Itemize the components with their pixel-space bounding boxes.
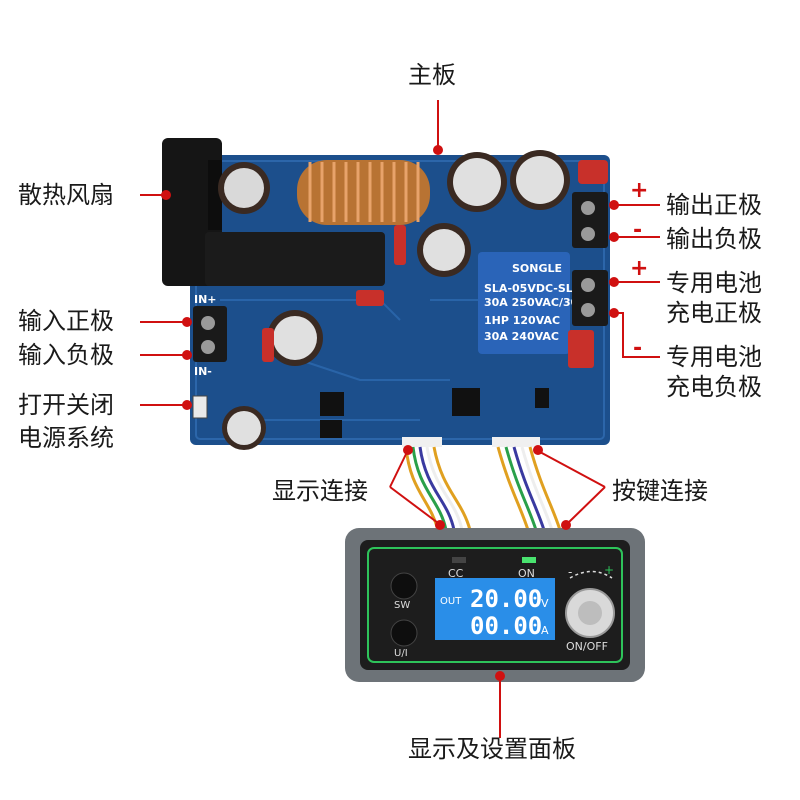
label-battery-positive-line2: 充电正极 (666, 299, 762, 327)
label-battery-positive-line1: 专用电池 (666, 269, 762, 297)
label-input-negative: 输入负极 (18, 341, 114, 369)
display-cable (404, 446, 472, 531)
knob-plus: + (604, 563, 614, 577)
cooling-fan (162, 138, 385, 286)
on-led (522, 557, 536, 563)
ui-label: U/I (394, 648, 408, 659)
label-battery-negative-line1: 专用电池 (666, 343, 762, 371)
label-power-switch-line1: 打开关闭 (18, 391, 114, 419)
in-minus-silk: IN- (194, 365, 212, 378)
battery-terminals (572, 270, 608, 326)
label-key-connection: 按键连接 (612, 477, 708, 505)
label-display-panel: 显示及设置面板 (408, 735, 576, 763)
label-output-positive: 输出正极 (666, 191, 762, 219)
ui-button[interactable] (390, 619, 418, 647)
label-battery-negative-line2: 充电负极 (666, 373, 762, 401)
output-plus-sign: + (630, 178, 649, 203)
label-output-negative: 输出负极 (666, 225, 762, 253)
inductor-coil (297, 160, 430, 225)
relay-rating3: 30A 240VAC (484, 330, 559, 343)
knob-minus: - (568, 565, 572, 579)
cc-led (452, 557, 466, 563)
on-label: ON (518, 567, 535, 580)
relay-rating2: 1HP 120VAC (484, 314, 560, 327)
label-power-switch-line2: 电源系统 (18, 424, 114, 452)
onoff-label: ON/OFF (566, 640, 608, 653)
lcd-voltage: 20.00 (470, 585, 542, 613)
lcd-v-unit: V (541, 597, 549, 610)
input-terminals (193, 306, 227, 362)
power-switch[interactable] (192, 395, 208, 419)
output-minus-sign: - (633, 218, 643, 243)
lcd-current: 00.00 (470, 612, 542, 640)
display-panel (345, 528, 645, 682)
sw-button[interactable] (390, 572, 418, 600)
key-cable (496, 446, 562, 531)
label-input-positive: 输入正极 (18, 307, 114, 335)
in-plus-silk: IN+ (194, 293, 217, 306)
battery-plus-sign: + (630, 256, 649, 281)
callout-lines (140, 100, 660, 738)
label-fan: 散热风扇 (18, 181, 114, 209)
relay-brand: SONGLE (512, 262, 562, 275)
label-main-board: 主板 (408, 61, 456, 89)
battery-minus-sign: - (633, 336, 643, 361)
sw-label: SW (394, 600, 410, 611)
lcd-out: OUT (440, 596, 462, 607)
lcd-screen (435, 578, 555, 640)
capacitors (218, 150, 570, 450)
label-display-connection: 显示连接 (272, 477, 368, 505)
output-terminals (572, 192, 608, 248)
pcb-board (190, 155, 610, 445)
lcd-a-unit: A (541, 624, 549, 637)
cc-label: CC (448, 567, 464, 580)
relay-model: SLA-05VDC-SL-A (484, 282, 586, 295)
